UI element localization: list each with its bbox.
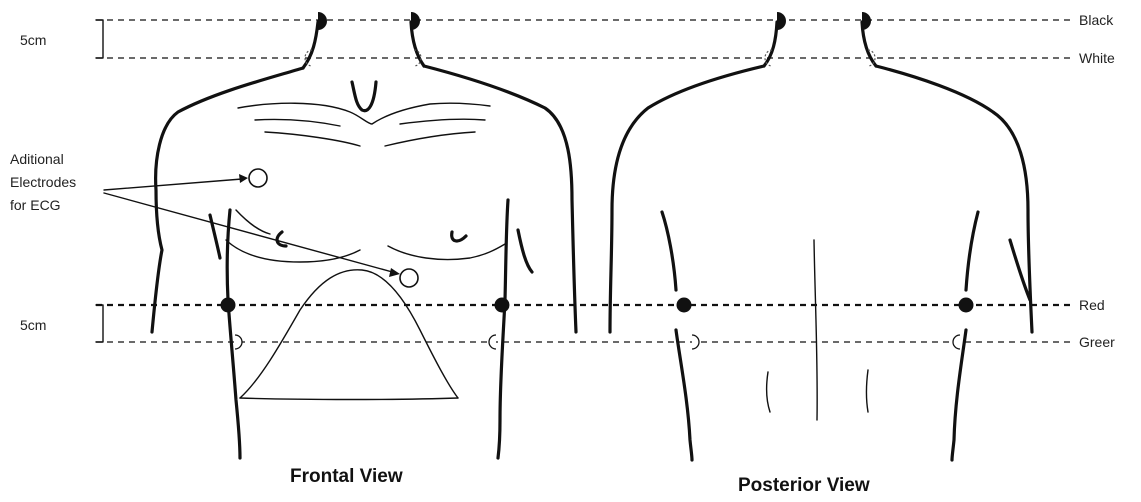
electrode-red-frontal-left — [221, 298, 236, 313]
upper-spacing-label: 5cm — [20, 32, 46, 48]
electrode-red-frontal-right — [495, 298, 510, 313]
frontal-torso — [152, 22, 576, 458]
frontal-view-title: Frontal View — [290, 466, 403, 487]
electrode-red-posterior-left — [677, 298, 692, 313]
green-level-label: Greer — [1079, 334, 1115, 350]
posterior-view-title: Posterior View — [738, 475, 870, 496]
lower-spacing-label: 5cm — [20, 317, 46, 333]
electrode-ecg-upper — [249, 169, 267, 187]
annotation-line-1: Aditional — [10, 151, 64, 167]
electrode-green-frontal-right — [489, 335, 496, 349]
electrode-black-frontal-right — [411, 12, 420, 30]
electrode-black-frontal-left — [318, 12, 327, 30]
electrode-red-posterior-right — [959, 298, 974, 313]
electrode-green-posterior-right — [953, 335, 960, 349]
electrode-green-frontal-left — [235, 335, 242, 349]
electrodes — [221, 12, 974, 349]
electrode-green-posterior-left — [692, 335, 699, 349]
electrode-black-posterior-left — [777, 12, 786, 30]
white-level-label: White — [1079, 50, 1115, 66]
electrode-black-posterior-right — [862, 12, 871, 30]
lower-spacing-bracket: 5cm — [20, 305, 103, 342]
red-level-label: Red — [1079, 297, 1105, 313]
annotation-line-3: for ECG — [10, 197, 61, 213]
posterior-torso — [610, 22, 1032, 460]
ecg-annotation: Aditional Electrodes for ECG — [10, 151, 76, 213]
upper-spacing-bracket: 5cm — [20, 20, 103, 58]
black-level-label: Black — [1079, 12, 1114, 28]
annotation-line-2: Electrodes — [10, 174, 76, 190]
electrode-ecg-lower — [400, 269, 418, 287]
